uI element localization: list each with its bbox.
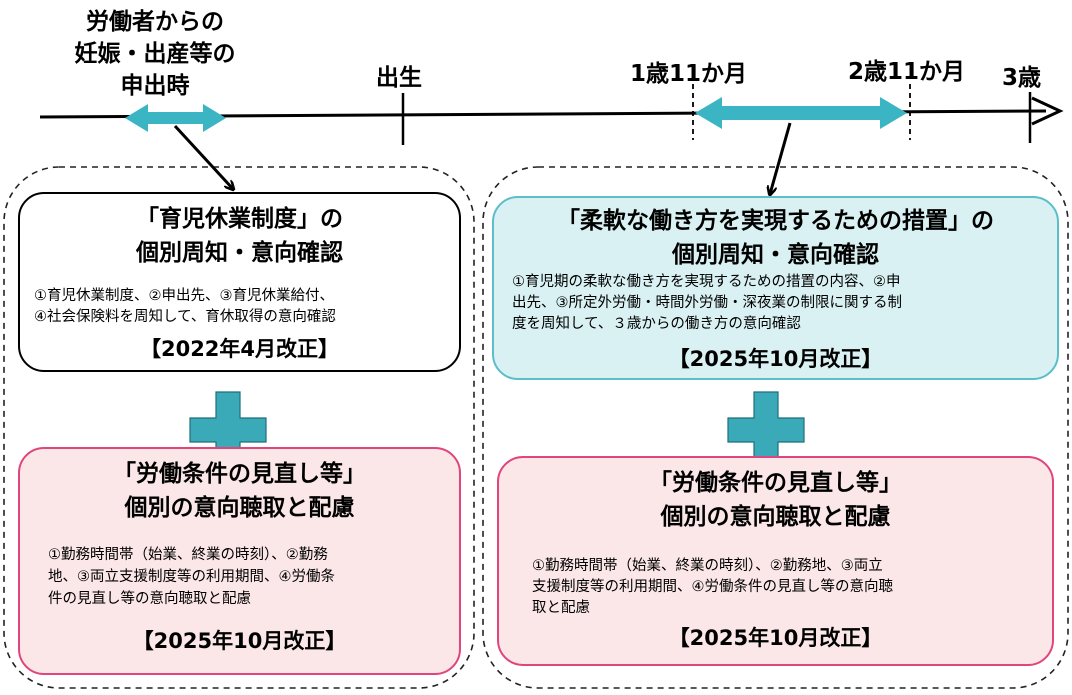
teal-double-arrow-right	[695, 97, 907, 129]
tick-label-3y: 3歳	[1002, 65, 1042, 91]
right-top-box: 「柔軟な働き方を実現するための措置」の 個別周知・意向確認 ①育児期の柔軟な働き…	[492, 196, 1059, 380]
pointer-arrow-left	[173, 124, 233, 189]
box-title: 「労働条件の見直し等」 個別の意向聴取と配慮	[499, 466, 1052, 534]
body-line: 出先、③所定外労働・時間外労働・深夜業の制限に関する制	[512, 295, 902, 311]
body-line: ①勤務時間帯（始業、終業の時刻）、②勤務地、③両立	[532, 558, 883, 574]
box-title: 「労働条件の見直し等」 個別の意向聴取と配慮	[20, 457, 459, 525]
revision-label: 【2025年10月改正】	[668, 347, 883, 371]
body-line: 件の見直し等の意向聴取と配慮	[48, 591, 251, 607]
title-line: 個別の意向聴取と配慮	[660, 504, 891, 530]
body-line: 地、③両立支援制度等の利用期間、④労働条	[48, 569, 335, 585]
timeline-start-label: 労働者からの 妊娠・出産等の 申出時	[40, 6, 270, 102]
tick-label-1y11m: 1歳11か月	[630, 61, 748, 87]
title-line: 「育児休業制度」の	[136, 206, 343, 232]
tick-label-2y11m: 2歳11か月	[848, 59, 966, 85]
box-body: ①勤務時間帯（始業、終業の時刻）、②勤務 地、③両立支援制度等の利用期間、④労働…	[48, 544, 458, 610]
start-label-line: 労働者からの	[86, 9, 224, 35]
body-line: ④社会保険料を周知して、育休取得の意向確認	[34, 309, 336, 325]
box-body: ①育児期の柔軟な働き方を実現するための措置の内容、②申 出先、③所定外労働・時間…	[512, 272, 1057, 335]
revision-label: 【2025年10月改正】	[668, 626, 883, 650]
box-title: 「柔軟な働き方を実現するための措置」の 個別周知・意向確認	[494, 204, 1057, 272]
pointer-arrow-right	[770, 122, 792, 194]
right-bottom-box: 「労働条件の見直し等」 個別の意向聴取と配慮 ①勤務時間帯（始業、終業の時刻）、…	[497, 456, 1054, 666]
title-line: 「柔軟な働き方を実現するための措置」の	[557, 208, 994, 234]
left-group-outline	[3, 166, 475, 689]
body-line: 取と配慮	[532, 600, 590, 616]
body-line: ①育児休業制度、②申出先、③育児休業給付、	[34, 288, 334, 304]
start-label-line: 申出時	[120, 73, 190, 99]
revision-label: 【2022年4月改正】	[139, 337, 340, 361]
title-line: 個別周知・意向確認	[672, 242, 879, 268]
revision-label: 【2025年10月改正】	[132, 629, 347, 653]
body-line: ①育児期の柔軟な働き方を実現するための措置の内容、②申	[512, 274, 901, 290]
title-line: 「労働条件の見直し等」	[113, 461, 366, 487]
body-line: 支援制度等の利用期間、④労働条件の見直し等の意向聴	[532, 579, 893, 595]
body-line: ①勤務時間帯（始業、終業の時刻）、②勤務	[48, 547, 328, 563]
tick-label-birth: 出生	[376, 65, 422, 91]
title-line: 個別周知・意向確認	[136, 240, 343, 266]
title-line: 個別の意向聴取と配慮	[124, 495, 355, 521]
start-label-line: 妊娠・出産等の	[74, 41, 236, 67]
box-body: ①育児休業制度、②申出先、③育児休業給付、 ④社会保険料を周知して、育休取得の意…	[34, 286, 454, 328]
body-line: 度を周知して、３歳からの働き方の意向確認	[512, 316, 801, 332]
title-line: 「労働条件の見直し等」	[649, 470, 902, 496]
timeline-arrowhead	[1031, 96, 1064, 126]
left-top-box: 「育児休業制度」の 個別周知・意向確認 ①育児休業制度、②申出先、③育児休業給付…	[18, 192, 461, 372]
left-bottom-box: 「労働条件の見直し等」 個別の意向聴取と配慮 ①勤務時間帯（始業、終業の時刻）、…	[18, 447, 461, 675]
teal-double-arrow-left	[125, 104, 226, 132]
box-title: 「育児休業制度」の 個別周知・意向確認	[20, 202, 459, 270]
box-body: ①勤務時間帯（始業、終業の時刻）、②勤務地、③両立 支援制度等の利用期間、④労働…	[532, 556, 1047, 619]
